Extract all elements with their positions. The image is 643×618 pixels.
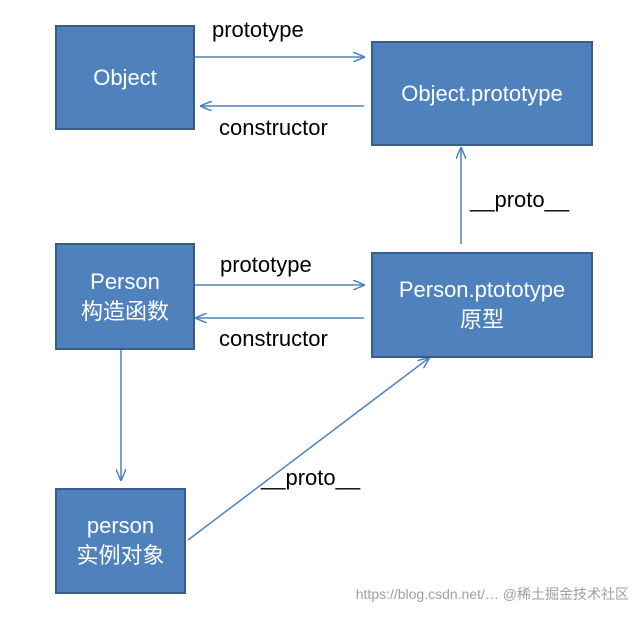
person-instance-node-subtitle: 实例对象 [76, 543, 165, 568]
person-instance-node: person 实例对象 [55, 488, 186, 594]
person-instance-node-title: person [86, 513, 155, 538]
object-node-title: Object [93, 64, 157, 90]
object-node: Object [55, 25, 195, 130]
watermark-text: https://blog.csdn.net/… @稀土掘金技术社区 [355, 586, 629, 602]
object-prototype-node: Object.prototype [371, 41, 593, 146]
person-constructor-node: Person 构造函数 [55, 243, 195, 350]
person-constructor-label: constructor [219, 326, 328, 351]
object-prototype-node-title: Object.prototype [401, 80, 563, 106]
person-node-title: Person [90, 268, 160, 294]
object-constructor-label: constructor [219, 115, 328, 140]
person-prototype-node: Person.ptototype 原型 [371, 252, 593, 358]
object-prototype-label: prototype [212, 17, 304, 42]
instance-proto-arrow [187, 358, 429, 541]
person-proto-label: __proto__ [470, 187, 570, 212]
instance-proto-label: __proto__ [261, 465, 361, 490]
person-prototype-node-subtitle: 原型 [459, 307, 504, 332]
person-prototype-node-title: Person.ptototype [398, 277, 566, 302]
person-node-subtitle: 构造函数 [80, 298, 169, 324]
person-prototype-label: prototype [220, 252, 312, 277]
